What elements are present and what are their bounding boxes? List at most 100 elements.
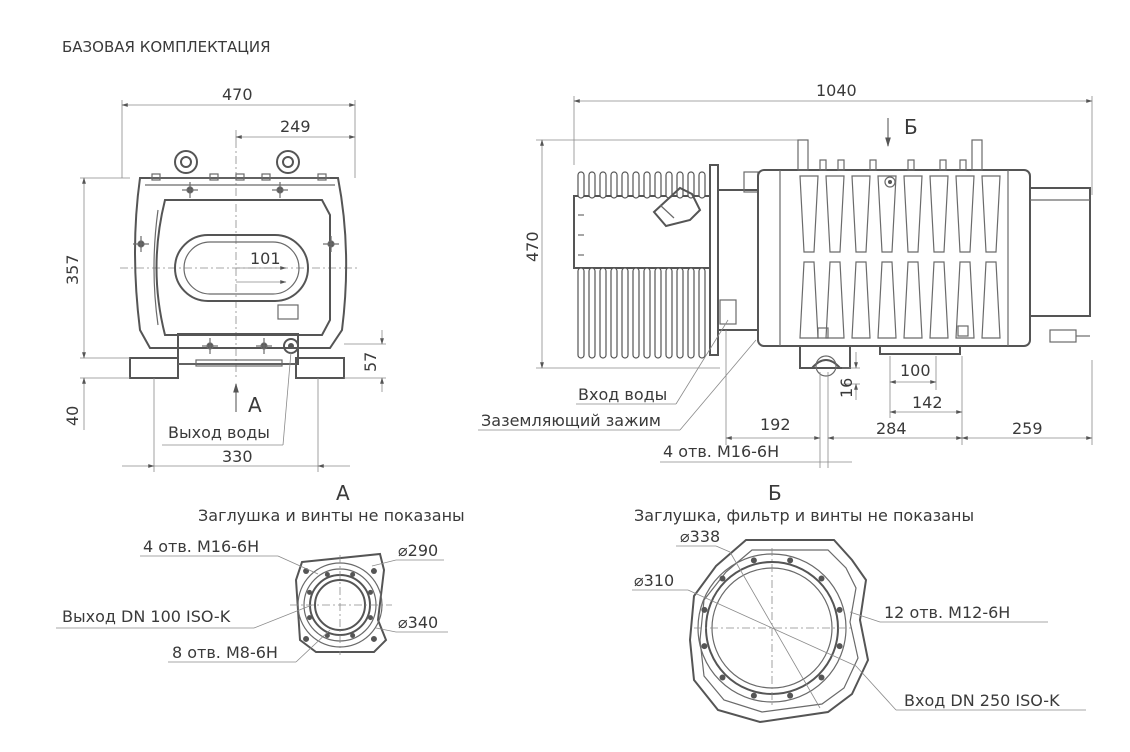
bolt-hole [818, 575, 825, 582]
bolt-hole [818, 674, 825, 681]
pump-rib [851, 175, 871, 253]
side-inlet-label: Вход воды [578, 385, 667, 404]
cooling-fin [599, 267, 607, 359]
bolt-hole [350, 572, 356, 578]
cooling-fin [676, 171, 684, 199]
pump-rib [929, 261, 949, 339]
detail-b-d310: ⌀310 [634, 571, 674, 590]
bolt-hole [701, 606, 708, 613]
bolt-hole [836, 643, 843, 650]
bolt-hole [307, 615, 313, 621]
cooling-fin [643, 171, 651, 199]
bolt-hole [307, 589, 313, 595]
bolt-hole [750, 557, 757, 564]
detail-a-d340: ⌀340 [398, 613, 438, 632]
cooling-fin [577, 171, 585, 199]
dim-side-142: 142 [912, 393, 943, 412]
cooling-fin [687, 171, 695, 199]
cooling-fin [621, 171, 629, 199]
bolt-hole [787, 692, 794, 699]
dim-side-100: 100 [900, 361, 931, 380]
detail-a: А Заглушка и винты не показаны 4 отв. М1… [56, 481, 465, 663]
detail-b-note: Заглушка, фильтр и винты не показаны [634, 506, 974, 525]
cooling-fin [654, 171, 662, 199]
cooling-fin [610, 171, 618, 199]
cooling-fin [676, 267, 684, 359]
dim-side-192: 192 [760, 415, 791, 434]
dim-front-height: 357 [63, 254, 82, 285]
pump-rib [903, 175, 923, 253]
pump-rib [877, 261, 897, 339]
bolt-hole [324, 632, 330, 638]
dim-side-16: 16 [837, 378, 856, 398]
cooling-fin [643, 267, 651, 359]
dim-front-offset: 249 [280, 117, 311, 136]
dim-front-inner: 101 [250, 249, 281, 268]
side-holes-label: 4 отв. М16-6Н [663, 442, 779, 461]
dim-front-mount: 330 [222, 447, 253, 466]
bolt-hole [367, 589, 373, 595]
pump-rib [877, 175, 897, 253]
mount-hole [370, 635, 377, 642]
detail-a-m8: 8 отв. М8-6Н [172, 643, 278, 662]
dim-side-284: 284 [876, 419, 907, 438]
detail-a-m16: 4 отв. М16-6Н [143, 537, 259, 556]
detail-a-outlet: Выход DN 100 ISO-K [62, 607, 231, 626]
view-a-marker: А [248, 393, 262, 417]
bolt-hole [750, 692, 757, 699]
detail-b-marker: Б [768, 481, 782, 505]
dim-side-height: 470 [523, 231, 542, 262]
cooling-fin [632, 267, 640, 359]
bolt-hole [787, 557, 794, 564]
side-ground-label: Заземляющий зажим [481, 411, 661, 430]
detail-a-marker: А [336, 481, 350, 505]
pump-rib [799, 175, 819, 253]
dim-front-base: 57 [361, 352, 380, 372]
bolt-hole [836, 606, 843, 613]
cooling-fin [654, 267, 662, 359]
front-outlet-label: Выход воды [168, 423, 270, 442]
cooling-fin [698, 267, 706, 359]
cooling-fin [610, 267, 618, 359]
pump-rib [825, 175, 845, 253]
cooling-fin [588, 171, 596, 199]
bolt-hole [719, 575, 726, 582]
cooling-fin [632, 171, 640, 199]
pump-rib [981, 261, 1001, 339]
bolt-hole [701, 643, 708, 650]
cooling-fin [588, 267, 596, 359]
cooling-fin [687, 267, 695, 359]
pump-rib [825, 261, 845, 339]
cooling-fin [599, 171, 607, 199]
bolt-hole [719, 674, 726, 681]
mount-hole [303, 635, 310, 642]
side-view: 1040 470 Б [478, 81, 1093, 468]
bolt-hole [350, 632, 356, 638]
cooling-fin [665, 267, 673, 359]
dim-front-width: 470 [222, 85, 253, 104]
bolt-hole [324, 572, 330, 578]
dim-front-foot: 40 [63, 406, 82, 426]
detail-a-note: Заглушка и винты не показаны [198, 506, 465, 525]
pump-rib [903, 261, 923, 339]
cooling-fin [621, 267, 629, 359]
pump-rib [955, 175, 975, 253]
view-b-marker: Б [904, 115, 918, 139]
dim-side-length: 1040 [816, 81, 857, 100]
detail-b-d338: ⌀338 [680, 527, 720, 546]
pump-rib [799, 261, 819, 339]
mount-hole [370, 568, 377, 575]
dim-side-259: 259 [1012, 419, 1043, 438]
detail-a-d290: ⌀290 [398, 541, 438, 560]
pump-rib [981, 175, 1001, 253]
front-view: 470 249 [63, 85, 386, 472]
pump-rib [851, 261, 871, 339]
pump-rib [955, 261, 975, 339]
detail-b: Б Заглушка, фильтр и винты не показаны ⌀… [632, 481, 1086, 724]
pump-rib [929, 175, 949, 253]
bolt-hole [367, 615, 373, 621]
detail-b-m12: 12 отв. М12-6Н [884, 603, 1010, 622]
drawing-title: БАЗОВАЯ КОМПЛЕКТАЦИЯ [62, 38, 271, 56]
detail-b-inlet: Вход DN 250 ISO-K [904, 691, 1060, 710]
